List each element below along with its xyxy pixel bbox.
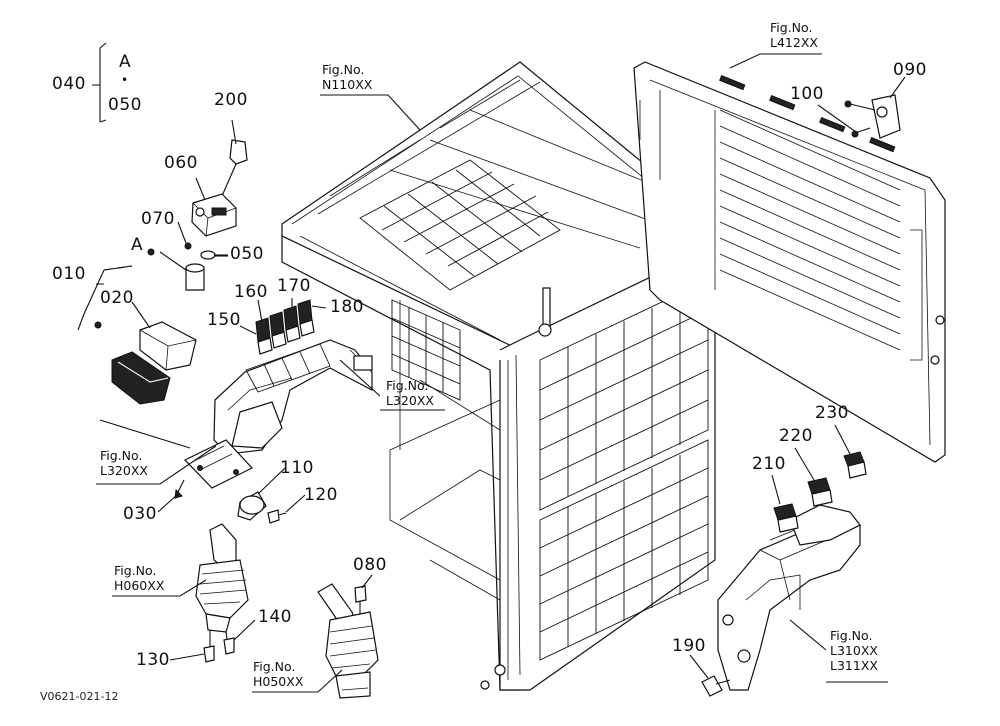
label-160: 160 <box>234 282 268 302</box>
key-200 <box>221 139 248 197</box>
cab-frame <box>281 61 716 691</box>
figref-l412: Fig.No. L412XX <box>770 20 818 50</box>
label-120: 120 <box>304 485 338 505</box>
figref-l320-b: Fig.No. L320XX <box>100 448 148 478</box>
label-170: 170 <box>277 276 311 296</box>
label-190: 190 <box>672 636 706 656</box>
switch-panel <box>213 339 373 455</box>
nut-070 <box>184 242 192 250</box>
figref-h060-code: H060XX <box>114 578 165 593</box>
mount-bracket <box>174 439 253 499</box>
figref-l412-code: L412XX <box>770 35 818 50</box>
label-210: 210 <box>752 454 786 474</box>
figref-l320-b-code: L320XX <box>100 463 148 478</box>
figref-l320-a-title: Fig.No. <box>386 378 429 393</box>
label-130: 130 <box>136 650 170 670</box>
leader-lines <box>77 42 906 693</box>
label-200: 200 <box>214 90 248 110</box>
label-050-a: 050 <box>108 95 142 115</box>
label-110: 110 <box>280 458 314 478</box>
cover-010 <box>94 321 171 405</box>
figref-l320-a-code: L320XX <box>386 393 434 408</box>
figref-n110-code: N110XX <box>322 77 373 92</box>
label-060: 060 <box>164 153 198 173</box>
label-020: 020 <box>100 288 134 308</box>
figref-h060: Fig.No. H060XX <box>114 563 164 593</box>
label-180: 180 <box>330 297 364 317</box>
label-040: 040 <box>52 74 86 94</box>
label-230: 230 <box>815 403 849 423</box>
screw-100 <box>851 127 871 138</box>
label-150: 150 <box>207 310 241 330</box>
joystick-left <box>195 523 249 663</box>
label-050-b: 050 <box>230 244 264 264</box>
figref-h050: Fig.No. H050XX <box>253 659 303 689</box>
label-140: 140 <box>258 607 292 627</box>
figref-l320-b-title: Fig.No. <box>100 448 143 463</box>
figref-l320-a: Fig.No. L320XX <box>386 378 434 408</box>
rocker-switches <box>255 299 315 355</box>
figref-l412-title: Fig.No. <box>770 20 813 35</box>
cab-door <box>633 61 946 463</box>
figref-l310: Fig.No. L310XX L311XX <box>830 628 878 673</box>
screw-120 <box>267 509 287 524</box>
figref-h050-title: Fig.No. <box>253 659 296 674</box>
knob-110 <box>237 491 267 521</box>
label-dot: • <box>121 73 129 87</box>
figref-l311-code: L311XX <box>830 658 878 673</box>
figref-n110: Fig.No. N110XX <box>322 62 372 92</box>
label-080: 080 <box>353 555 387 575</box>
washer-050 <box>200 250 228 260</box>
drawing-code: V0621-021-12 <box>40 690 119 703</box>
label-030: 030 <box>123 504 157 524</box>
figref-n110-title: Fig.No. <box>322 62 365 77</box>
joystick-right <box>317 583 379 699</box>
figref-l310-code: L310XX <box>830 643 878 658</box>
label-090: 090 <box>893 60 927 80</box>
label-A-2: A <box>131 235 144 255</box>
label-A-1: A <box>119 52 132 72</box>
label-070: 070 <box>141 209 175 229</box>
label-100: 100 <box>790 84 824 104</box>
door-switch-090 <box>844 94 901 139</box>
key-190 <box>701 675 731 697</box>
label-220: 220 <box>779 426 813 446</box>
figref-h050-code: H050XX <box>253 674 304 689</box>
label-010: 010 <box>52 264 86 284</box>
ignition-switch-060 <box>191 193 237 237</box>
console-buttons <box>773 451 867 533</box>
cover-020 <box>139 321 197 371</box>
socket-A <box>147 248 205 291</box>
figref-l310-title: Fig.No. <box>830 628 873 643</box>
figref-h060-title: Fig.No. <box>114 563 157 578</box>
